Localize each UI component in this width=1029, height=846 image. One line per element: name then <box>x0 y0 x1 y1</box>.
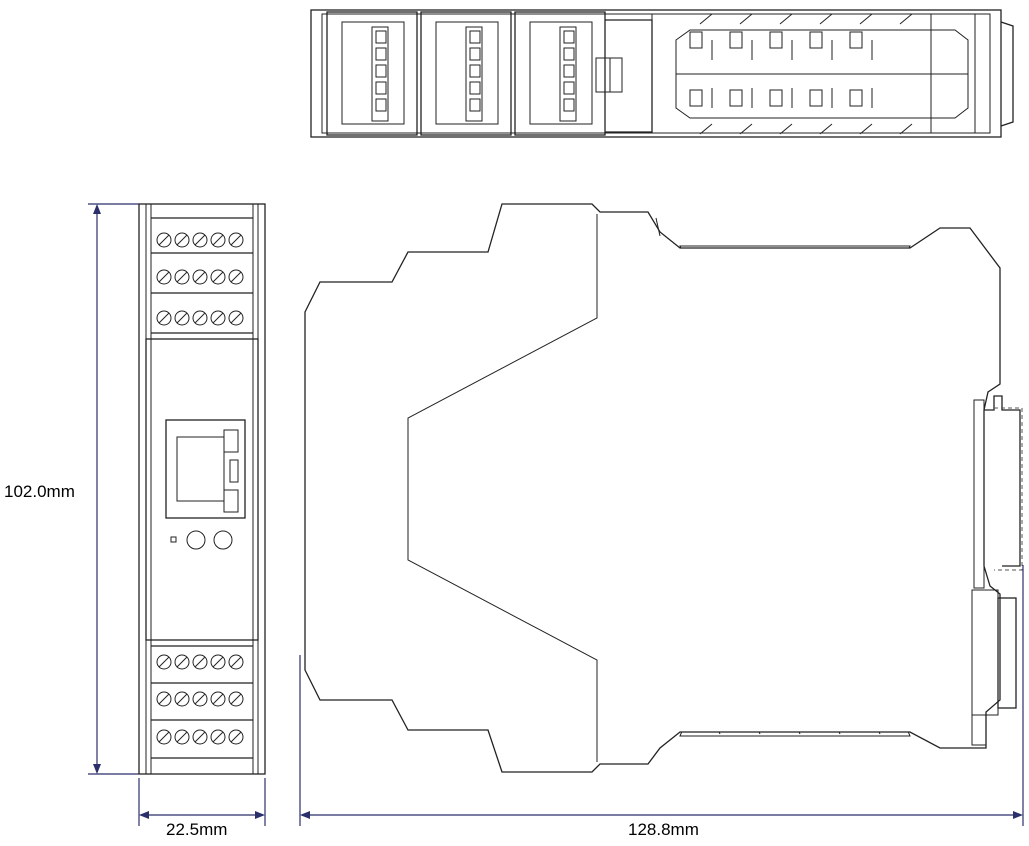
top-view <box>310 9 1014 138</box>
top-terminal-block-3 <box>514 11 606 136</box>
length-dimension-label: 128.8mm <box>628 820 699 839</box>
top-terminal-block-2 <box>420 11 512 136</box>
front-view <box>138 203 266 775</box>
ethernet-port <box>165 419 246 519</box>
width-dimension-label: 22.5mm <box>166 820 228 839</box>
height-dimension-label: 102.0mm <box>4 482 75 501</box>
top-terminal-block-1 <box>326 11 418 136</box>
din-rail-clip <box>971 395 1023 746</box>
side-view <box>304 203 1023 773</box>
top-vent-fins <box>675 13 969 135</box>
dimension-height <box>88 203 139 775</box>
dimension-width <box>138 778 266 826</box>
front-upper-terminals <box>151 217 253 334</box>
dimension-length <box>299 565 1024 826</box>
front-lower-terminals <box>151 645 253 759</box>
status-leds <box>170 530 233 550</box>
